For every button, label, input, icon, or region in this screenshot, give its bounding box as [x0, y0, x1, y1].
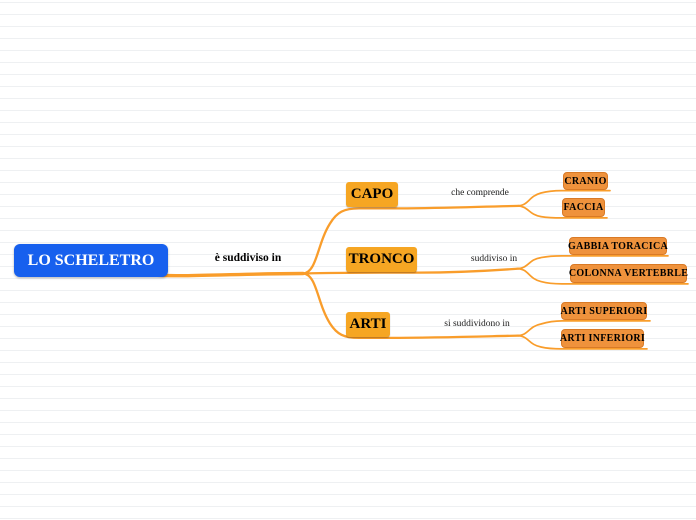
connector-arti: [301, 272, 521, 340]
connector-capo-cranio: [516, 189, 611, 207]
link-label-tronco[interactable]: suddiviso in: [470, 254, 518, 264]
connector-capo: [301, 204, 521, 275]
link-label-arti[interactable]: si suddividono in: [444, 319, 510, 329]
connector-arti-inferiori: [516, 334, 648, 350]
node-arti[interactable]: ARTI: [346, 312, 390, 337]
node-faccia[interactable]: FACCIA: [562, 198, 605, 217]
node-root[interactable]: LO SCHELETRO: [14, 244, 168, 277]
connector-tronco: [301, 267, 521, 275]
connector-root-trunk: [150, 271, 305, 278]
connector-arti-superiori: [516, 320, 651, 337]
link-label-capo[interactable]: che comprende: [451, 188, 509, 198]
node-colonna-vertebrle[interactable]: COLONNA VERTEBRLE: [569, 264, 688, 283]
node-gabbia-toracica[interactable]: GABBIA TORACICA: [568, 237, 668, 255]
node-cranio[interactable]: CRANIO: [563, 172, 608, 190]
node-arti-superiori[interactable]: ARTI SUPERIORI: [561, 302, 647, 320]
node-tronco[interactable]: TRONCO: [346, 247, 417, 272]
connector-tronco-gabbia: [516, 255, 669, 270]
node-capo[interactable]: CAPO: [346, 182, 398, 207]
connector-capo-faccia: [516, 205, 608, 219]
node-arti-inferiori[interactable]: ARTI INFERIORI: [560, 329, 645, 348]
link-label-root[interactable]: è suddiviso in: [214, 252, 282, 264]
connector-tronco-colonna: [516, 267, 689, 285]
